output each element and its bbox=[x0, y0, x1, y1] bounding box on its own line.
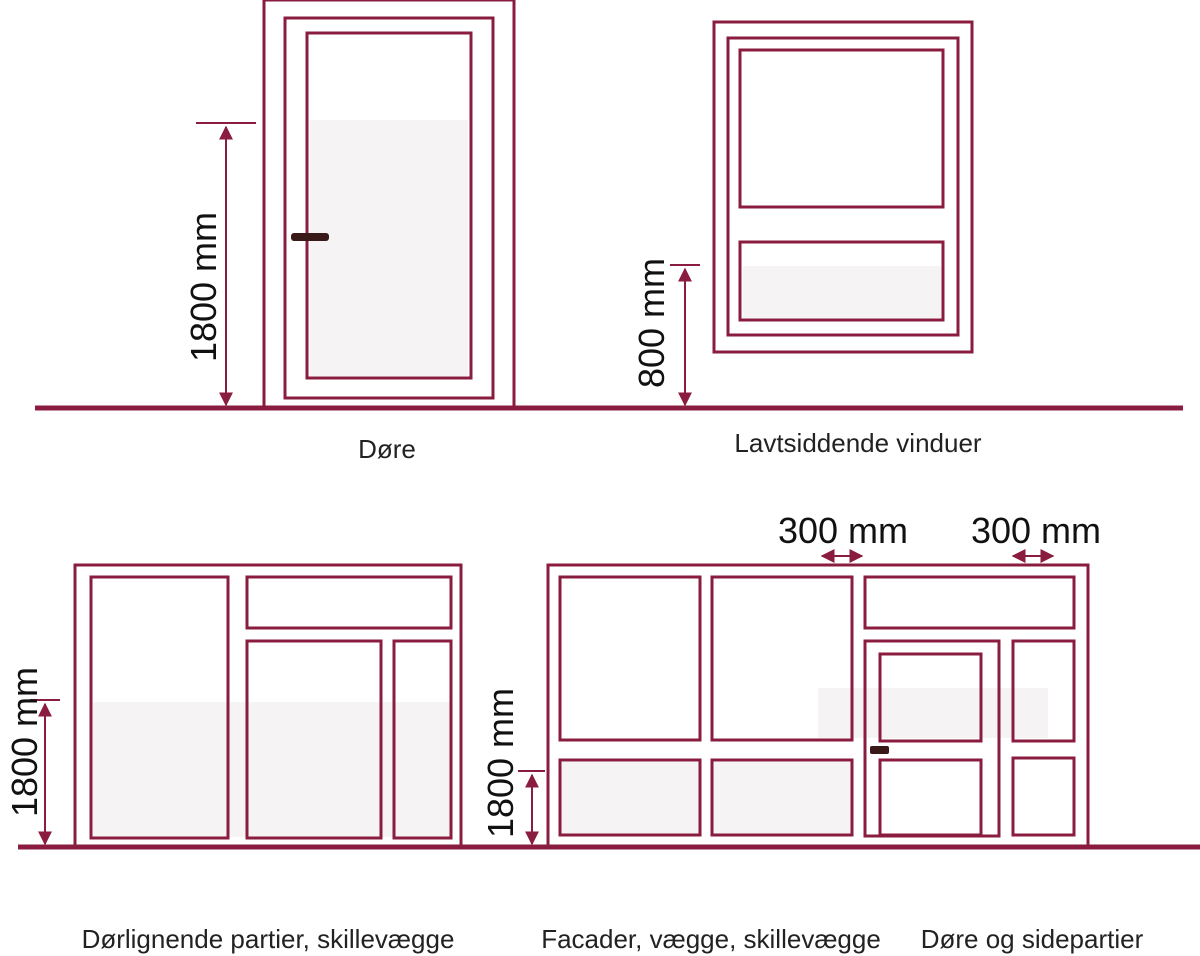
caption-doors: Døre bbox=[358, 434, 416, 464]
glass-shading bbox=[93, 702, 451, 837]
width-label-b: 300 mm bbox=[971, 510, 1101, 551]
partition-right-pane bbox=[392, 639, 453, 840]
door-partition-diagram: 1800 mm bbox=[4, 563, 463, 849]
glass-shading bbox=[818, 688, 1048, 738]
partition-left-pane bbox=[89, 575, 230, 840]
caption-door-partitions: Dørlignende partier, skillevægge bbox=[82, 924, 455, 954]
sidelight-upper-pane bbox=[1011, 639, 1076, 743]
window-inner-frame bbox=[726, 36, 960, 337]
window-upper-pane bbox=[738, 48, 945, 209]
door-handle bbox=[870, 746, 889, 754]
facade-diagram: 1800 mm 300 mm 300 mm bbox=[480, 510, 1101, 849]
partition-middle-pane bbox=[245, 639, 383, 840]
width-label-a: 300 mm bbox=[778, 510, 908, 551]
low-window-diagram: 800 mm bbox=[631, 20, 974, 407]
dimension-label: 800 mm bbox=[631, 258, 672, 388]
glass-shading bbox=[310, 120, 468, 376]
facade-pane-upper-2 bbox=[710, 575, 854, 742]
dimension-label: 1800 mm bbox=[4, 667, 45, 817]
door-upper-glass bbox=[878, 652, 983, 743]
sidelight-lower-pane bbox=[1011, 756, 1076, 837]
door-glass-frame bbox=[305, 31, 473, 380]
door-frame bbox=[863, 639, 1001, 838]
facade-transom-pane bbox=[863, 575, 1076, 630]
window-outer-frame bbox=[712, 20, 974, 354]
facade-pane-upper-1 bbox=[558, 575, 702, 742]
door-inner-frame bbox=[283, 16, 495, 400]
facade-pane-lower-2 bbox=[710, 758, 854, 837]
facade-pane-lower-1 bbox=[558, 758, 702, 837]
dimension-label: 1800 mm bbox=[183, 212, 224, 362]
dimension-label: 1800 mm bbox=[480, 688, 521, 838]
window-lower-pane bbox=[738, 240, 945, 322]
glass-shading bbox=[561, 762, 699, 834]
door-handle bbox=[291, 233, 329, 241]
door-diagram: 1800 mm bbox=[183, 0, 516, 410]
caption-facades: Facader, vægge, skillevægge bbox=[541, 924, 881, 954]
caption-low-windows: Lavtsiddende vinduer bbox=[734, 428, 982, 458]
glass-shading bbox=[743, 266, 941, 318]
partition-top-pane bbox=[245, 575, 453, 630]
glass-shading bbox=[713, 762, 851, 834]
caption-doors-side: Døre og sidepartier bbox=[921, 924, 1144, 954]
door-lower-glass bbox=[878, 758, 983, 837]
